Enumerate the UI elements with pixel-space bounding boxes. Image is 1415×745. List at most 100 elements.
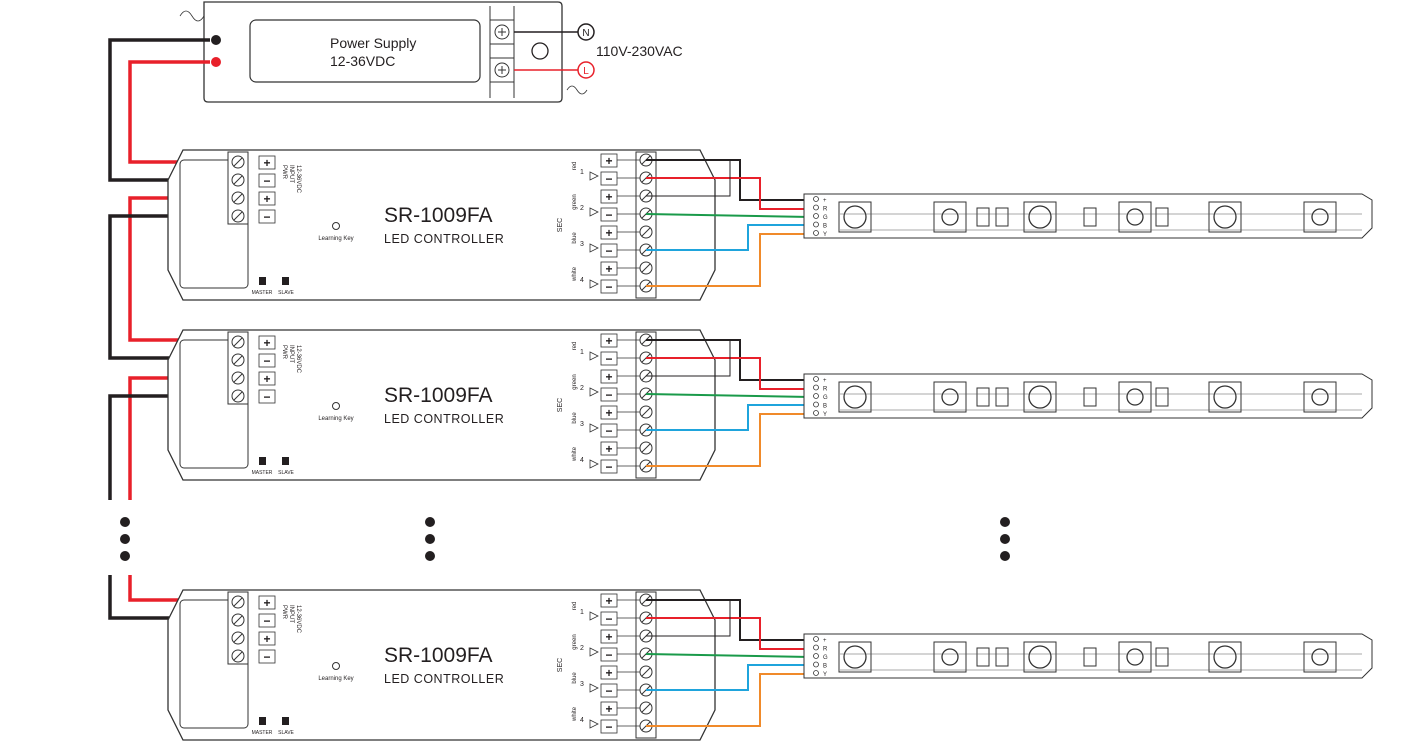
output-polarity-box	[600, 665, 618, 680]
led-lens	[941, 208, 959, 226]
slave-label: SLAVE	[278, 730, 294, 736]
resistor	[995, 387, 1009, 407]
master-switch	[259, 277, 266, 285]
resistor	[1083, 387, 1097, 407]
learning-key-button	[332, 662, 340, 670]
channel-led-symbol	[589, 459, 599, 469]
slave-switch	[282, 277, 289, 285]
output-screw-slot	[641, 703, 651, 713]
input-screw-slot	[233, 391, 243, 401]
strip-pin	[813, 196, 819, 202]
led-lens	[1028, 645, 1052, 669]
channel-led-symbol	[589, 387, 599, 397]
common-bridge	[646, 340, 731, 377]
channel-number: 1	[580, 609, 584, 616]
output-polarity-box	[600, 387, 618, 402]
strip-pin	[813, 213, 819, 219]
channel-led-symbol	[589, 647, 599, 657]
led-lens	[843, 385, 867, 409]
output-polarity-sign: −	[605, 388, 612, 402]
strip-pin-label: +	[823, 378, 827, 384]
output-polarity-box	[600, 701, 618, 716]
led-lens	[1213, 645, 1237, 669]
output-terminal-block	[635, 591, 657, 739]
master-label: MASTER	[252, 730, 273, 736]
channel-led-symbol	[589, 279, 599, 289]
ac-neutral-label: N	[582, 28, 589, 39]
output-polarity-box	[600, 683, 618, 698]
wire-red	[646, 617, 810, 650]
channel-number: 4	[580, 717, 584, 724]
output-polarity-sign: +	[605, 630, 612, 644]
output-polarity-sign: +	[605, 370, 612, 384]
sec-label: SEC	[557, 398, 564, 412]
led-chip	[933, 201, 967, 233]
input-polarity-box	[258, 173, 276, 188]
input-polarity-sign: −	[263, 174, 270, 188]
resistor	[995, 647, 1009, 667]
slave-switch	[282, 717, 289, 725]
input-terminal-block	[227, 591, 249, 665]
strip-pin-label: Y	[823, 412, 827, 418]
channel-number: 2	[580, 385, 584, 392]
pwr-label: PWR	[281, 345, 287, 360]
output-polarity-box	[600, 153, 618, 168]
input-screw-slot	[233, 633, 243, 643]
input-polarity-box	[258, 371, 276, 386]
led-lens	[1311, 648, 1329, 666]
output-polarity-sign: −	[605, 424, 612, 438]
channel-color-label: green	[572, 374, 578, 389]
strip-pin-label: G	[823, 655, 828, 661]
output-polarity-box	[600, 629, 618, 644]
strip-pin-label: +	[823, 198, 827, 204]
master-label: MASTER	[252, 290, 273, 296]
wire-blue	[646, 224, 810, 251]
channel-color-label: white	[572, 706, 578, 722]
learning-key-button	[332, 222, 340, 230]
input-terminal-block	[227, 331, 249, 405]
ac-line-label: L	[583, 66, 589, 77]
led-lens	[1213, 385, 1237, 409]
channel-led-symbol	[589, 351, 599, 361]
input-screw-slot	[233, 157, 243, 167]
slave-label: SLAVE	[278, 290, 294, 296]
input-terminal-block	[227, 151, 249, 225]
input-polarity-box	[258, 209, 276, 224]
strip-pin-label: R	[823, 647, 828, 653]
strip-pin	[813, 670, 819, 676]
output-polarity-box	[600, 719, 618, 734]
wire-plus	[646, 159, 810, 201]
output-polarity-box	[600, 369, 618, 384]
strip-pin	[813, 401, 819, 408]
output-polarity-box	[600, 207, 618, 222]
input-polarity-box	[258, 335, 276, 350]
output-polarity-box	[600, 225, 618, 240]
wire-blue	[646, 664, 810, 691]
input-polarity-box	[258, 631, 276, 646]
wire-green	[645, 393, 811, 398]
strip-pin	[813, 393, 819, 399]
led-lens	[843, 205, 867, 229]
sec-label: SEC	[557, 658, 564, 672]
output-polarity-box	[600, 189, 618, 204]
output-polarity-sign: −	[605, 684, 612, 698]
output-polarity-sign: +	[605, 594, 612, 608]
resistor	[1155, 207, 1169, 227]
learning-key-button	[332, 402, 340, 410]
master-label: MASTER	[252, 470, 273, 476]
controller-model: SR-1009FA	[384, 644, 493, 667]
input-screw-slot	[233, 597, 243, 607]
input-voltage-label: 12-36VDC	[295, 165, 301, 194]
output-polarity-box	[600, 333, 618, 348]
strip-pin-label: B	[823, 404, 827, 410]
input-polarity-box	[258, 191, 276, 206]
learning-key-label: Learning Key	[318, 236, 353, 242]
resistor	[976, 387, 990, 407]
output-polarity-sign: −	[605, 720, 612, 734]
input-polarity-box	[258, 649, 276, 664]
power-supply: Power Supply 12-36VDC N L 110V-230VAC	[179, 1, 683, 103]
channel-led-symbol	[589, 207, 599, 217]
power-supply-title: Power Supply	[330, 35, 416, 51]
